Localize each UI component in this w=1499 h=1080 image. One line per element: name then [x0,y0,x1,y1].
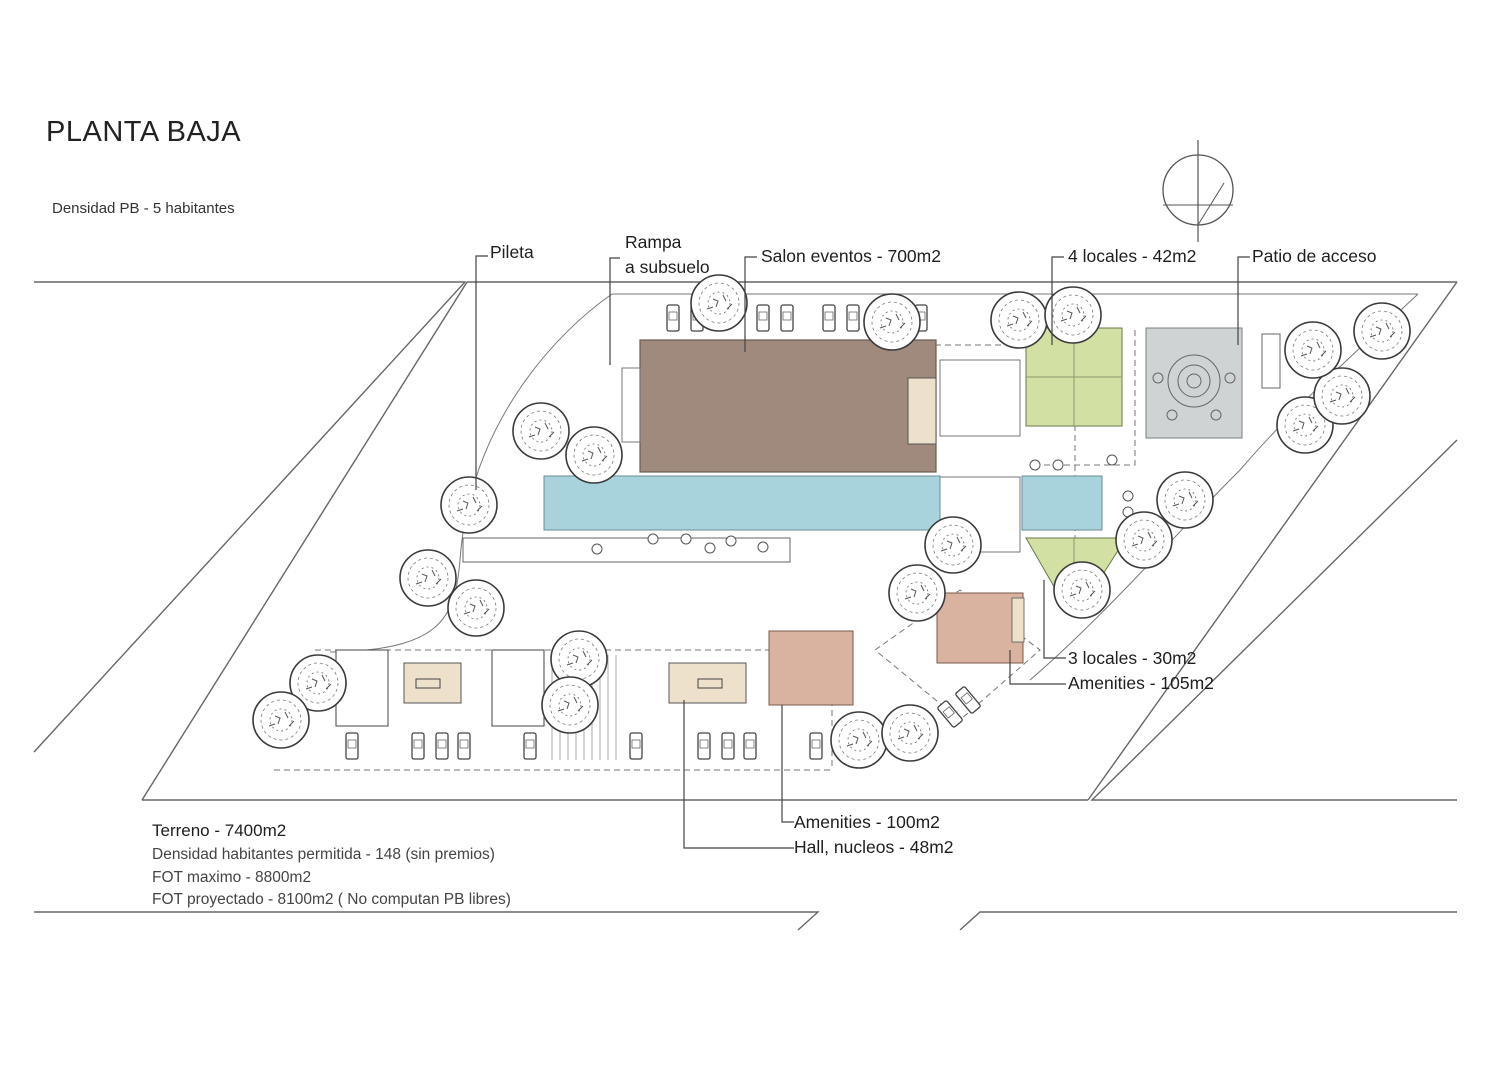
solarium-deck [462,537,791,563]
salon-core [907,377,937,445]
label-rampa-line2: a subsuelo [625,257,710,277]
stat-densidad: Densidad habitantes permitida - 148 (sin… [152,846,495,863]
label-amenities-105: Amenities - 105m2 [1068,673,1214,693]
label-amenities-100: Amenities - 100m2 [794,812,940,832]
pileta-area [543,475,941,531]
street-lines [33,281,1458,931]
stat-fot-proyectado: FOT proyectado - 8100m2 ( No computan PB… [152,891,511,908]
label-4-locales: 4 locales - 42m2 [1068,246,1197,266]
garden-patch [939,359,1021,437]
pileta-extension [1021,475,1103,531]
stat-terreno: Terreno - 7400m2 [152,821,287,840]
label-3-locales: 3 locales - 30m2 [1068,648,1197,668]
label-hall-nucleos: Hall, nucleos - 48m2 [794,837,954,857]
hall-nucleos-area [403,662,747,704]
label-salon-eventos: Salon eventos - 700m2 [761,246,941,266]
locales-4-area [1025,327,1123,427]
label-pileta: Pileta [490,242,534,262]
salon-eventos-area [639,339,937,473]
page-title: PLANTA BAJA [46,116,242,148]
leader-lines [475,255,1250,849]
amenities-105-area [936,592,1024,664]
density-subtitle: Densidad PB - 5 habitantes [52,200,235,217]
label-rampa-line1: Rampa [625,232,682,252]
patio-acceso-area [1145,327,1281,439]
amenities-100-area [768,630,854,706]
stat-fot-maximo: FOT maximo - 8800m2 [152,869,312,886]
label-patio-acceso: Patio de acceso [1252,246,1377,266]
north-arrow-icon [1162,140,1234,242]
